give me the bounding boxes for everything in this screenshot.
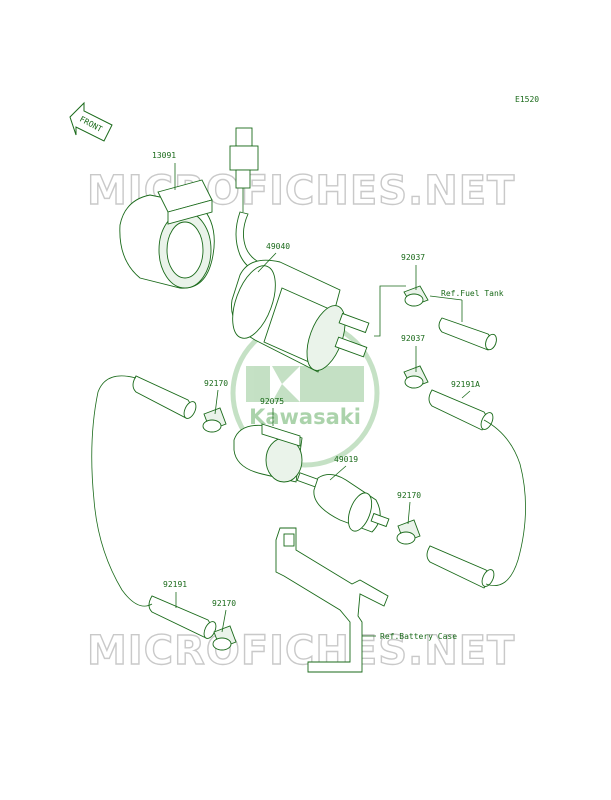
ref-battery-case: Ref.Battery Case <box>380 632 457 641</box>
hose-mid-right <box>428 389 494 431</box>
part-label-92075: 92075 <box>260 397 284 406</box>
fuel-line-right <box>483 419 526 586</box>
part-label-92191a: 92191A <box>451 380 480 389</box>
damper-92075 <box>233 423 303 483</box>
part-label-49040: 49040 <box>266 242 290 251</box>
hose-lower-left <box>148 595 217 639</box>
part-label-92037-lower: 92037 <box>401 334 425 343</box>
part-label-92170-right: 92170 <box>397 491 421 500</box>
fuel-line-left <box>91 375 153 607</box>
battery-case-bracket <box>275 527 389 673</box>
connector <box>229 127 263 273</box>
part-label-92191: 92191 <box>163 580 187 589</box>
clamp-92170-bottom <box>212 625 237 651</box>
clamp-92037-lower <box>403 365 429 389</box>
diagram-code: E1520 <box>515 95 539 104</box>
hose-left <box>132 375 197 419</box>
fuel-filter-49019 <box>296 472 390 533</box>
part-label-92037-upper: 92037 <box>401 253 425 262</box>
part-label-49019: 49019 <box>334 455 358 464</box>
hose-lower-right <box>426 545 495 589</box>
part-labels: 13091 49040 92037 92037 92170 92075 9219… <box>152 151 480 608</box>
part-label-92170-left: 92170 <box>204 379 228 388</box>
hose-upper-right <box>438 317 497 351</box>
brand-text: Kawasaki <box>249 405 361 429</box>
part-label-92170-bottom: 92170 <box>212 599 236 608</box>
front-arrow-icon: FRONT <box>69 101 113 142</box>
ref-fuel-tank: Ref.Fuel Tank <box>441 289 504 298</box>
part-label-13091: 13091 <box>152 151 176 160</box>
bracket-13091 <box>119 179 215 289</box>
leader-lines <box>174 163 471 637</box>
clamp-92037-upper <box>403 285 429 307</box>
fuel-pump-49040 <box>231 259 370 373</box>
clamp-92170-left <box>202 407 227 433</box>
clamp-92170-right <box>396 519 421 545</box>
watermark-bottom: MICROFICHES.NET <box>87 628 515 674</box>
